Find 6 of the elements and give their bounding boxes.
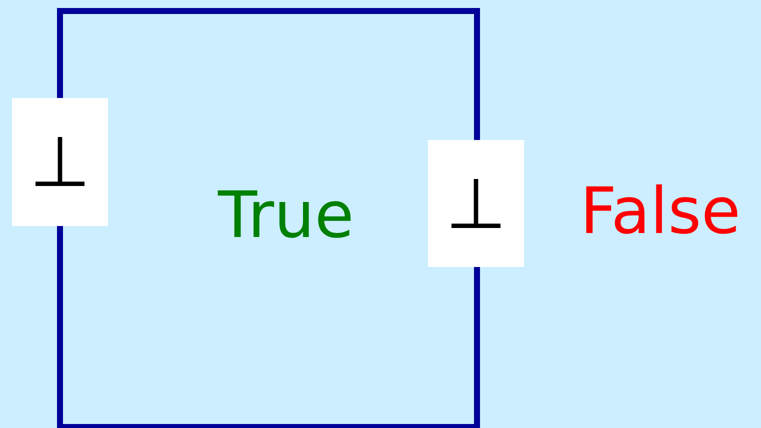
symbol-tile: [12, 98, 108, 226]
bottom-symbol: ⊥: [30, 127, 90, 197]
value-text: False: [580, 180, 741, 244]
symbol-tile: [428, 140, 524, 267]
value-text: True: [218, 184, 354, 248]
bottom-symbol: ⊥: [446, 168, 506, 238]
